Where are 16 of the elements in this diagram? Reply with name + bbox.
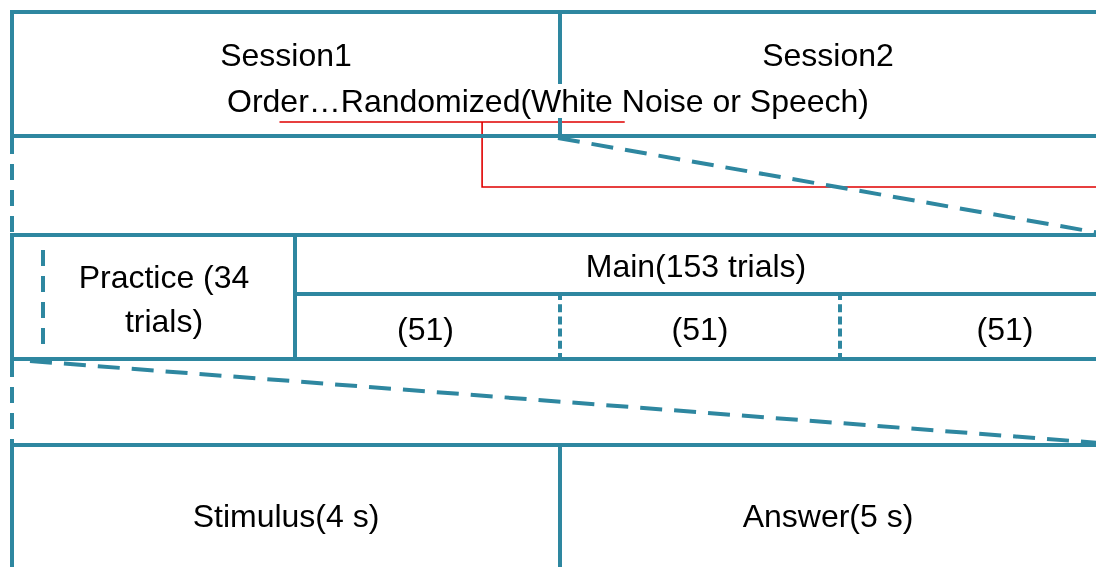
note-text: Order…Randomized(White Noise or Speech) <box>227 84 869 118</box>
zoom-guide-line <box>557 136 1096 235</box>
block-label: (51) <box>670 310 730 348</box>
block-label: Session1 <box>219 36 353 74</box>
block-label: Practice (34 trials) <box>77 258 251 341</box>
zoom-guide-line <box>29 359 1096 445</box>
block-label: Session2 <box>761 36 895 74</box>
block-label: Stimulus(4 s) <box>191 497 381 535</box>
leader-line <box>278 121 1096 188</box>
block-box <box>10 233 297 361</box>
block-label: Answer(5 s) <box>741 497 915 535</box>
zoom-guide-line <box>10 138 14 233</box>
zoom-guide-line <box>10 361 14 443</box>
block-label: Main(153 trials) <box>584 247 808 285</box>
block-label: (51) <box>975 310 1035 348</box>
block-label: (51) <box>396 310 455 348</box>
